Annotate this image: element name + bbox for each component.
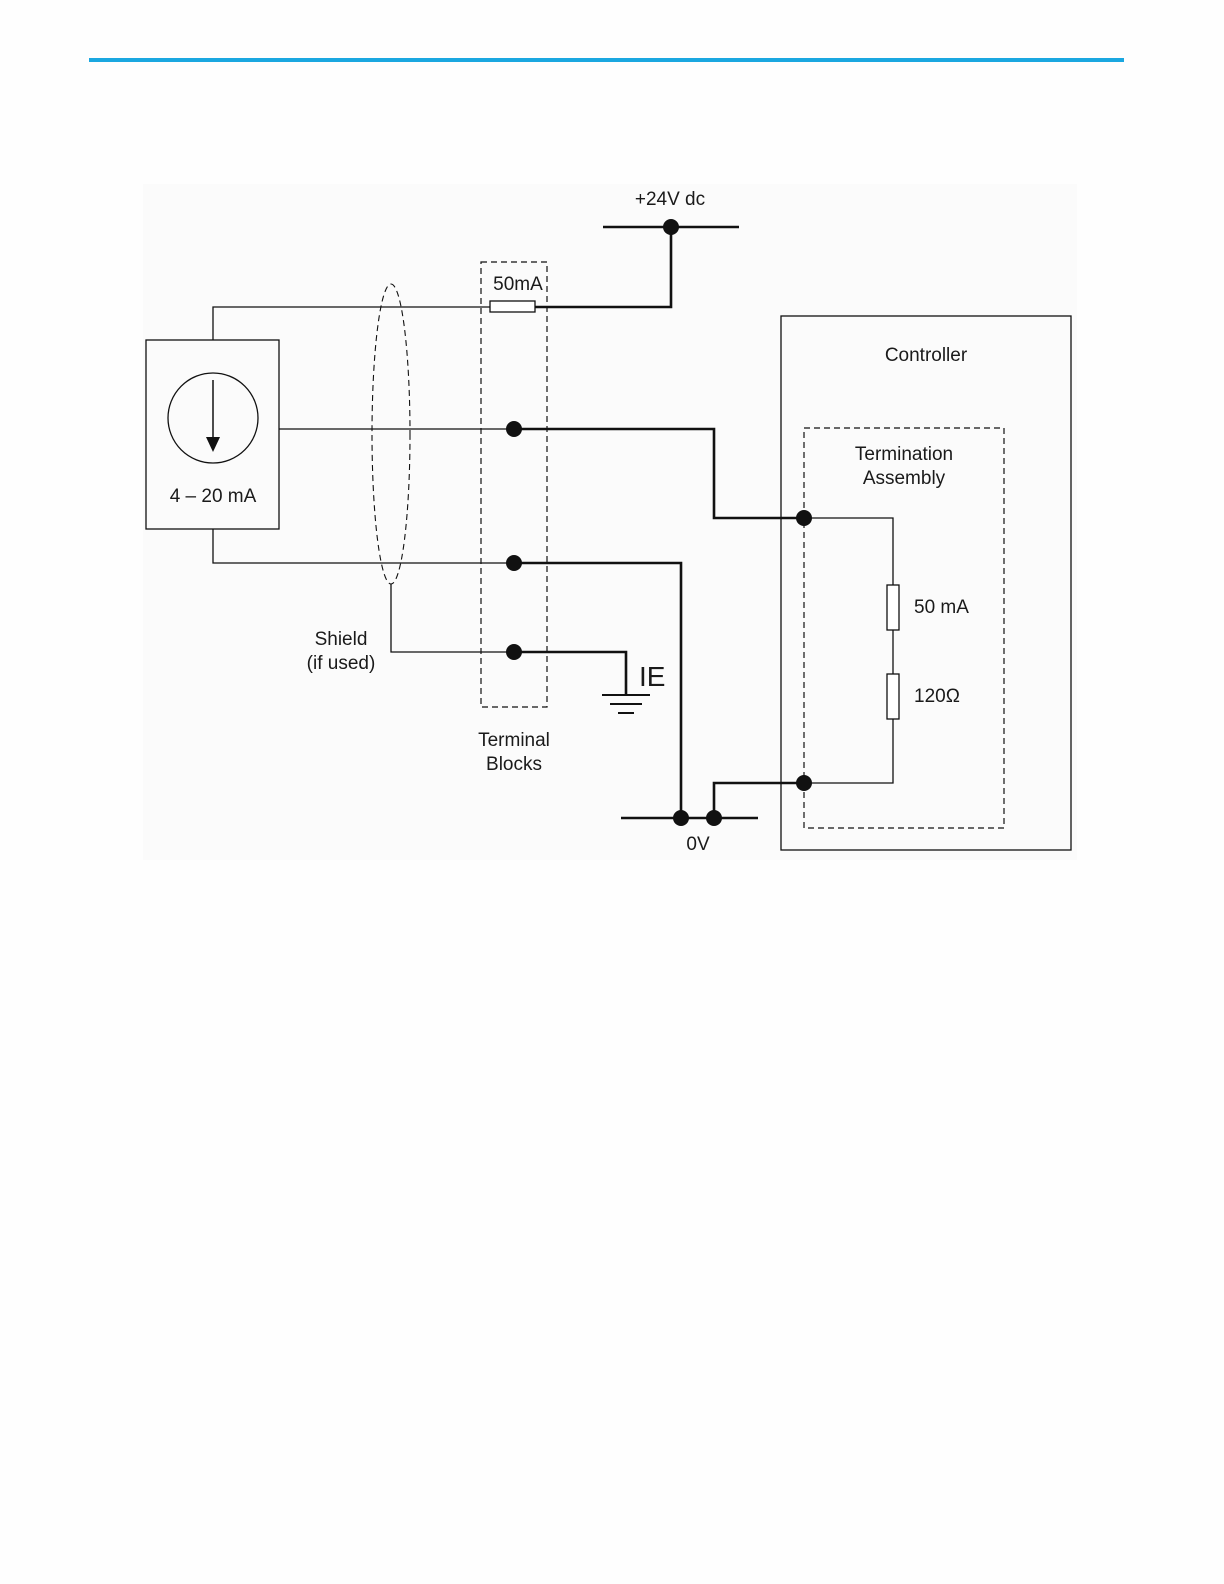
wire-source-top bbox=[213, 307, 490, 340]
terminal-fuse bbox=[490, 301, 535, 312]
ground-label: IE bbox=[639, 661, 665, 692]
terminal-blocks-label-line1: Terminal bbox=[478, 730, 550, 751]
controller-fuse-label: 50 mA bbox=[914, 597, 969, 618]
termination-label-line2: Assembly bbox=[863, 468, 946, 489]
termination-label-line1: Termination bbox=[855, 444, 953, 465]
wire-shield-drain bbox=[391, 584, 514, 652]
wire-controller-return bbox=[714, 783, 804, 818]
terminal-blocks-label-line2: Blocks bbox=[486, 754, 542, 775]
controller-fuse bbox=[887, 585, 899, 630]
current-arrow-head-icon bbox=[206, 437, 220, 452]
wire-fuse-to-supply bbox=[535, 227, 671, 307]
junction-dot-supply bbox=[663, 219, 679, 235]
resistor-label: 120Ω bbox=[914, 686, 960, 707]
shield-label-line2: (if used) bbox=[307, 653, 376, 674]
wire-signal-to-controller bbox=[514, 429, 804, 518]
junction-dot-controller-in bbox=[796, 510, 812, 526]
terminal-blocks-box bbox=[481, 262, 547, 707]
controller-label: Controller bbox=[885, 345, 968, 366]
junction-dot-terminal-signal bbox=[506, 421, 522, 437]
shield-ellipse bbox=[372, 284, 410, 584]
junction-dot-0v-right bbox=[706, 810, 722, 826]
supply-label: +24V dc bbox=[635, 189, 705, 210]
wire-internal-loop bbox=[804, 518, 893, 783]
junction-dot-terminal-return bbox=[506, 555, 522, 571]
terminal-fuse-label: 50mA bbox=[493, 274, 543, 295]
controller-resistor bbox=[887, 674, 899, 719]
shield-label-line1: Shield bbox=[315, 629, 368, 650]
junction-dot-0v-left bbox=[673, 810, 689, 826]
wire-source-bottom bbox=[213, 529, 514, 563]
junction-dot-controller-out bbox=[796, 775, 812, 791]
wire-shield-to-ground bbox=[514, 652, 626, 695]
junction-dot-terminal-shield bbox=[506, 644, 522, 660]
zero-volt-label: 0V bbox=[686, 834, 710, 855]
source-label: 4 – 20 mA bbox=[170, 486, 257, 507]
controller-box bbox=[781, 316, 1071, 850]
